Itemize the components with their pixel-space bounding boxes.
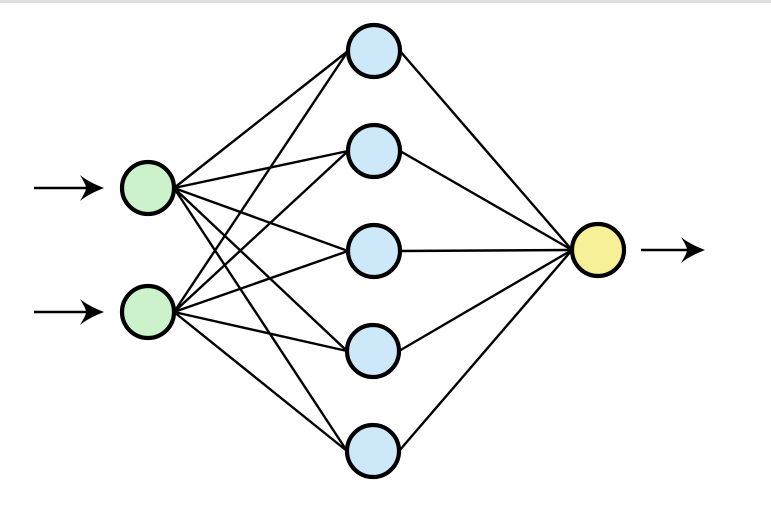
arrow-head-right-icon bbox=[80, 299, 104, 325]
edge-i1-h2 bbox=[173, 149, 349, 190]
edge-h2-o1 bbox=[399, 149, 573, 252]
edge-i1-h5 bbox=[172, 187, 349, 452]
edge-i1-h3 bbox=[173, 186, 349, 253]
node-hidden-5 bbox=[344, 422, 402, 480]
node-hidden-2 bbox=[345, 122, 403, 180]
edge-i1-h4 bbox=[173, 187, 348, 352]
node-output-1 bbox=[569, 221, 627, 279]
node-input-2 bbox=[119, 283, 177, 341]
node-hidden-1 bbox=[345, 22, 403, 80]
output-arrow bbox=[641, 237, 705, 263]
edge-h4-o1 bbox=[398, 248, 573, 353]
edge-i2-h3 bbox=[173, 249, 349, 314]
node-input-1 bbox=[119, 159, 177, 217]
window-top-border bbox=[0, 0, 771, 3]
arrow-head-right-icon bbox=[80, 175, 104, 201]
input-arrow-2 bbox=[34, 299, 104, 325]
input-arrow-1 bbox=[34, 175, 104, 201]
edge-i1-h1 bbox=[173, 50, 349, 189]
edge-i2-h1 bbox=[173, 50, 349, 313]
edge-i2-h2 bbox=[173, 150, 349, 313]
edge-i2-h4 bbox=[173, 310, 348, 353]
edge-i2-h5 bbox=[173, 311, 348, 452]
arrow-head-right-icon bbox=[681, 237, 705, 263]
node-hidden-4 bbox=[344, 322, 402, 380]
node-hidden-3 bbox=[345, 222, 403, 280]
edge-h5-o1 bbox=[398, 249, 573, 452]
edge-h3-o1 bbox=[399, 248, 573, 253]
edge-h1-o1 bbox=[399, 50, 573, 251]
